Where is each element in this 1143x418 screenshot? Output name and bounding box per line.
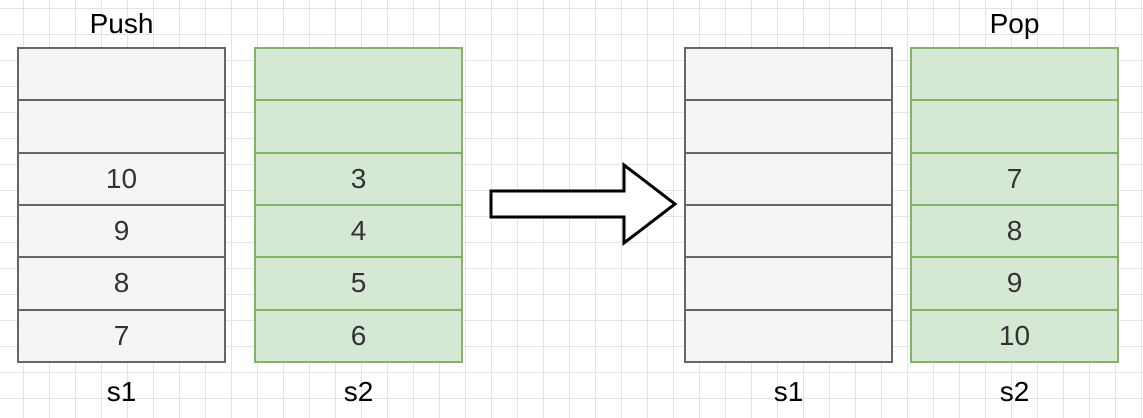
left-s2-cell: 5 xyxy=(256,258,461,311)
left-s2-cell: 4 xyxy=(256,206,461,259)
right-s2-cell xyxy=(912,49,1117,102)
left-s1-cell: 10 xyxy=(19,154,224,206)
right-s1-cell xyxy=(686,311,891,361)
right-s1-cell xyxy=(686,258,891,311)
left-s1-label: s1 xyxy=(106,376,137,407)
right-arrow-shape xyxy=(489,162,678,246)
left-s2-label: s2 xyxy=(343,376,374,407)
left-s2-cell xyxy=(256,101,461,154)
right-s1-cell xyxy=(686,101,891,154)
left-s1-cell: 9 xyxy=(19,206,224,259)
right-s1-cell xyxy=(686,49,891,102)
right-s2-cell: 8 xyxy=(912,206,1117,259)
right-s2-cell: 7 xyxy=(912,154,1117,206)
push-title: Push xyxy=(89,8,154,39)
left-s2-stack: 3 4 5 6 xyxy=(254,47,463,363)
left-s1-cell: 7 xyxy=(113,319,130,351)
left-s2-cell xyxy=(256,49,461,102)
right-s1-stack xyxy=(684,47,893,363)
right-s2-cell: 10 xyxy=(998,319,1031,351)
left-s2-cell: 6 xyxy=(350,319,367,351)
left-s1-cell: 8 xyxy=(19,258,224,311)
left-s2-cell: 3 xyxy=(256,154,461,206)
left-s1-stack: 10 9 8 7 xyxy=(17,47,226,363)
pop-title: Pop xyxy=(989,8,1040,39)
left-s1-cell xyxy=(19,101,224,154)
left-s1-cell xyxy=(19,49,224,102)
right-s1-cell xyxy=(686,154,891,206)
right-s2-label: s2 xyxy=(999,376,1030,407)
right-s2-cell xyxy=(912,101,1117,154)
right-arrow-icon xyxy=(489,162,678,246)
right-s1-label: s1 xyxy=(773,376,804,407)
right-s2-stack: 7 8 9 10 xyxy=(910,47,1119,363)
right-s1-cell xyxy=(686,206,891,259)
right-s2-cell: 9 xyxy=(912,258,1117,311)
